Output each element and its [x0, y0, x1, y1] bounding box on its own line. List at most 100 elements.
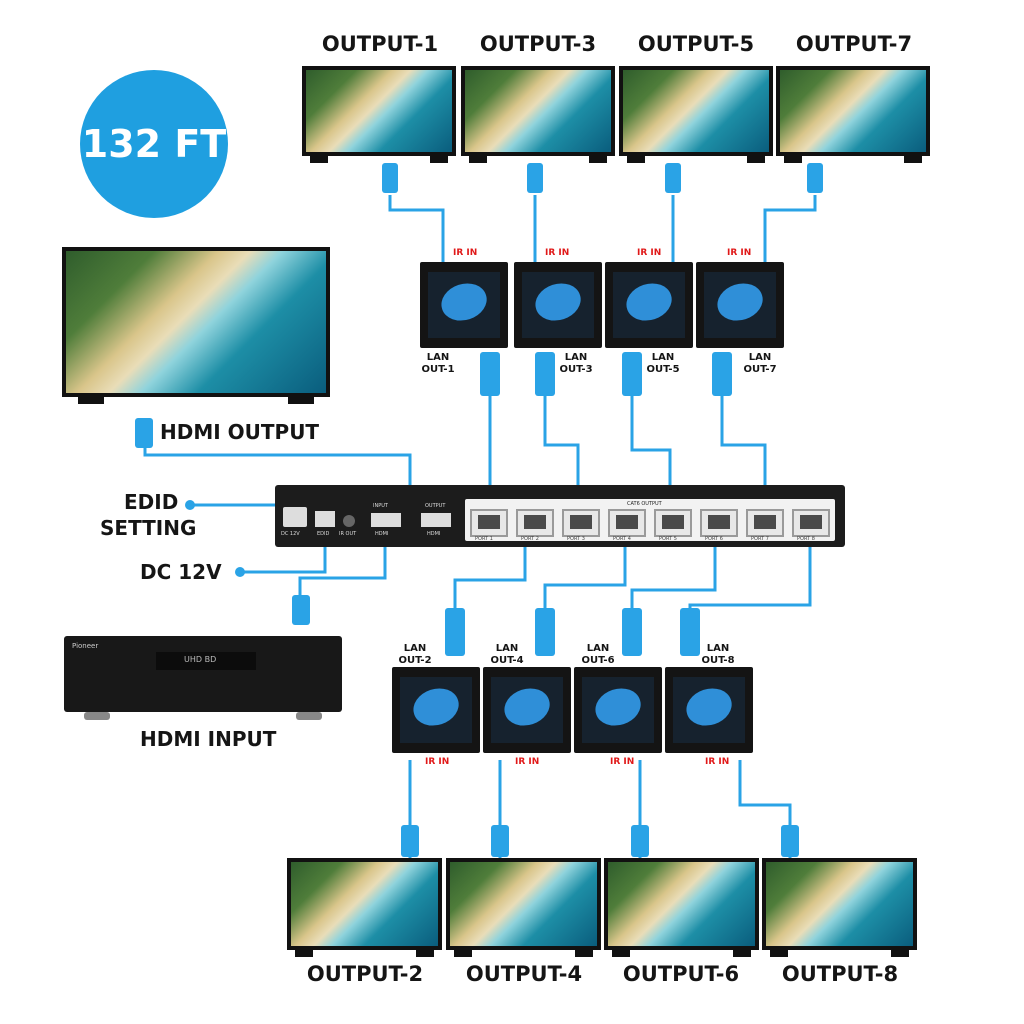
- port-label-7: PORT 7: [751, 536, 769, 542]
- tv-output-1: [302, 66, 456, 163]
- label-edid-setting: SETTING: [100, 516, 197, 540]
- label-output-7: OUTPUT-7: [795, 32, 913, 56]
- receiver-8: [665, 667, 753, 753]
- tv-screen: [465, 70, 611, 152]
- switch-hdmi-in-label: HDMI: [375, 531, 389, 537]
- receiver-7: [696, 262, 784, 348]
- tv-screen: [780, 70, 926, 152]
- switch-cat6-label: CAT6 OUTPUT: [627, 501, 662, 507]
- ir-out-jack: [343, 515, 355, 527]
- ir-in-3: IR IN: [545, 248, 570, 258]
- port-label-1: PORT 1: [475, 536, 493, 542]
- receiver-1: [420, 262, 508, 348]
- cable-hdmi-output: [143, 448, 412, 505]
- receiver-5: [605, 262, 693, 348]
- cable-lan-3: [543, 395, 580, 505]
- cable-output-7: [763, 195, 817, 265]
- lan-port-1: [470, 509, 508, 537]
- label-output-8: OUTPUT-8: [781, 962, 899, 986]
- tv-output-7: [776, 66, 930, 163]
- distance-badge-text: 132 FT: [81, 122, 227, 166]
- label-hdmi-input: HDMI INPUT: [140, 727, 277, 751]
- player-display: UHD BD: [184, 655, 217, 664]
- lan-port-8: [792, 509, 830, 537]
- dc-jack: [283, 507, 307, 527]
- port-label-6: PORT 6: [705, 536, 723, 542]
- hdmi-input-port: [371, 513, 401, 527]
- tv-screen: [66, 251, 326, 393]
- tv-screen: [306, 70, 452, 152]
- player-brand: Pioneer: [72, 642, 99, 650]
- tv-output-2: [287, 858, 442, 957]
- ir-in-7: IR IN: [727, 248, 752, 258]
- label-edid: EDID: [124, 490, 179, 514]
- bluray-player: Pioneer UHD BD: [64, 636, 342, 720]
- cable-output-1: [388, 195, 445, 265]
- port-label-8: PORT 8: [797, 536, 815, 542]
- label-dc-12v: DC 12V: [140, 560, 222, 584]
- receiver-2: [392, 667, 480, 753]
- switch-output-label: OUTPUT: [425, 503, 446, 509]
- tv-hdmi-output: [62, 247, 330, 404]
- player-foot-left: [84, 712, 110, 720]
- cable-lan-6: [630, 545, 717, 610]
- port-label-5: PORT 5: [659, 536, 677, 542]
- label-output-3: OUTPUT-3: [479, 32, 597, 56]
- lan-port-3: [562, 509, 600, 537]
- label-output-1: OUTPUT-1: [321, 32, 439, 56]
- cable-lan-4: [543, 545, 627, 610]
- ir-in-4: IR IN: [515, 757, 540, 767]
- tv-output-6: [604, 858, 759, 957]
- lan-port-5: [654, 509, 692, 537]
- switch-ir-out-label: IR OUT: [339, 531, 357, 537]
- cable-hdmi-input: [298, 545, 387, 600]
- distance-badge: 132 FT: [80, 70, 228, 218]
- edid-dip-switch[interactable]: [315, 511, 335, 527]
- ir-in-1: IR IN: [453, 248, 478, 258]
- receiver-4: [483, 667, 571, 753]
- hdmi-output-port: [421, 513, 451, 527]
- label-hdmi-output: HDMI OUTPUT: [160, 420, 320, 444]
- cable-lan-8: [688, 545, 812, 610]
- receiver-3: [514, 262, 602, 348]
- tv-output-8: [762, 858, 917, 957]
- tv-screen: [608, 862, 755, 946]
- lan-port-6: [700, 509, 738, 537]
- lan-port-2: [516, 509, 554, 537]
- port-label-2: PORT 2: [521, 536, 539, 542]
- switch-dc-label: DC 12V: [281, 531, 300, 537]
- switch-edid-label: EDID: [317, 531, 330, 537]
- tv-output-5: [619, 66, 773, 163]
- ir-in-8: IR IN: [705, 757, 730, 767]
- label-output-5: OUTPUT-5: [637, 32, 755, 56]
- ir-in-2: IR IN: [425, 757, 450, 767]
- label-output-4: OUTPUT-4: [465, 962, 583, 986]
- cable-dc: [240, 545, 327, 574]
- hdmi-extender-switch: DC 12V EDID IR OUT INPUT HDMI OUTPUT HDM…: [275, 485, 845, 547]
- lan-port-7: [746, 509, 784, 537]
- label-output-2: OUTPUT-2: [306, 962, 424, 986]
- cable-lan-2: [453, 545, 527, 610]
- port-label-3: PORT 3: [567, 536, 585, 542]
- switch-hdmi-out-label: HDMI: [427, 531, 441, 537]
- tv-output-4: [446, 858, 601, 957]
- cable-lan-7: [720, 395, 767, 505]
- tv-screen: [623, 70, 769, 152]
- label-output-6: OUTPUT-6: [622, 962, 740, 986]
- tv-output-3: [461, 66, 615, 163]
- ir-in-5: IR IN: [637, 248, 662, 258]
- cable-lan-5: [630, 395, 672, 505]
- lan-port-4: [608, 509, 646, 537]
- player-tray: [156, 652, 256, 670]
- player-foot-right: [296, 712, 322, 720]
- tv-screen: [291, 862, 438, 946]
- tv-screen: [766, 862, 913, 946]
- port-label-4: PORT 4: [613, 536, 631, 542]
- tv-screen: [450, 862, 597, 946]
